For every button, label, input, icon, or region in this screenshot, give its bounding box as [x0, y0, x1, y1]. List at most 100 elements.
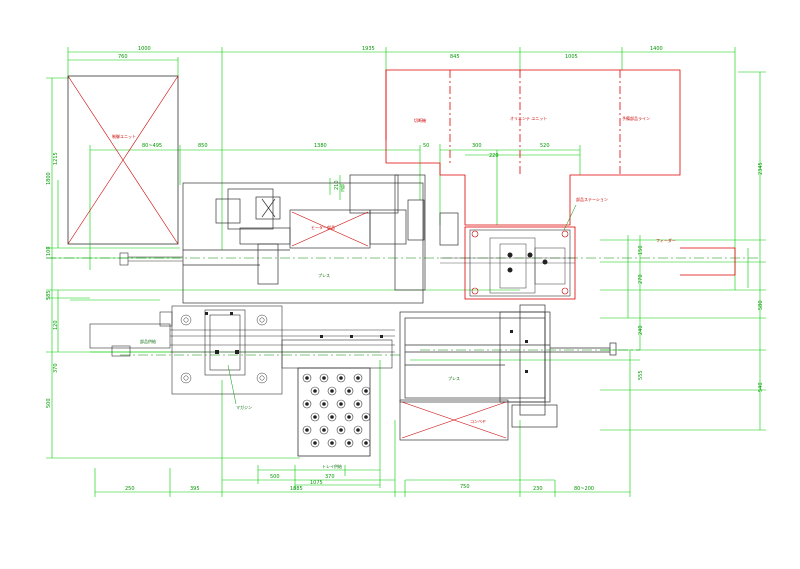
label-control-unit: 制御ユニット [112, 133, 136, 139]
tray-hole [319, 425, 329, 435]
dim-right-150: 150 [638, 245, 644, 255]
tray-hole [336, 399, 346, 409]
label-mag-supply: マガジン [236, 404, 252, 410]
dim-bot-750: 750 [460, 484, 470, 490]
leader-mag-supply [227, 364, 237, 405]
tray-hole-center [330, 441, 334, 445]
control-unit: 制御ユニット [67, 75, 179, 245]
dim-top-1005: 1005 [565, 54, 578, 60]
conveyor [170, 305, 395, 395]
dim-left-120: 120 [53, 320, 59, 330]
tray-hole-center [313, 441, 317, 445]
label-press-a: プレス [318, 272, 330, 278]
tray-hole-center [322, 428, 326, 432]
tray-hole-center [330, 389, 334, 393]
tray-hole [310, 412, 320, 422]
tray-hole-center [330, 415, 334, 419]
dim-left-500: 500 [46, 398, 52, 408]
tray-hole-center [356, 402, 360, 406]
dim-bot-230: 230 [533, 486, 543, 492]
tray-hole [327, 386, 337, 396]
dim-bot-500: 500 [270, 474, 280, 480]
tray-hole [344, 438, 354, 448]
tray-hole-center [356, 428, 360, 432]
label-parts-supply: 部品供給 [140, 338, 156, 344]
tray-hole-center [347, 389, 351, 393]
label-tray: トレイ供給 [322, 463, 342, 469]
tray-hole-center [339, 376, 343, 380]
dim-220: 220 [489, 153, 499, 159]
tray-hole-center [339, 428, 343, 432]
main-press [182, 174, 426, 304]
tray-hole [344, 386, 354, 396]
orient-station [439, 212, 576, 300]
dim-300: 300 [472, 143, 482, 149]
tray-hole [361, 438, 371, 448]
tray-hole [302, 425, 312, 435]
dim-left-585: 585 [46, 290, 52, 300]
dim-bot-250: 250 [125, 486, 135, 492]
dim-bot-395: 395 [190, 486, 200, 492]
leader-parts-station [563, 204, 577, 231]
dim-left-1215: 1215 [53, 152, 59, 165]
red-enclosure [385, 69, 736, 276]
dim-right-270: 270 [638, 274, 644, 284]
tray-hole-center [313, 389, 317, 393]
dim-80-495: 80~495 [142, 143, 162, 149]
tray-holes [302, 373, 371, 448]
tray-hole-center [364, 415, 368, 419]
tray-hole [319, 373, 329, 383]
tray-hole [319, 399, 329, 409]
tray-hole-center [364, 389, 368, 393]
dim-right-240: 240 [638, 325, 644, 335]
right-press-cross [401, 401, 507, 439]
left-feeder [89, 252, 183, 357]
dim-right-555: 555 [638, 370, 644, 380]
dim-1380: 1380 [314, 143, 327, 149]
red-labels: 切断機 オリエンテ ユニット 予備部品ライン フィーダー 部品ステーション [414, 115, 676, 243]
tray-hole-center [305, 428, 309, 432]
dim-top-1000: 1000 [138, 46, 151, 52]
tray-hole [361, 386, 371, 396]
dim-210: 210 [334, 180, 340, 190]
dim-bot-370: 370 [325, 474, 335, 480]
dim-top-1400: 1400 [650, 46, 663, 52]
dim-left-100: 100 [46, 246, 52, 256]
dim-left-370: 370 [53, 363, 59, 373]
tray-hole-center [364, 441, 368, 445]
tray-hole [336, 373, 346, 383]
tray-hole-center [322, 402, 326, 406]
conveyor-bolts [180, 314, 268, 384]
tray-hole [344, 412, 354, 422]
tray-hole-center [356, 376, 360, 380]
dim-bot-1885: 1885 [290, 486, 303, 492]
tray-hole-center [347, 441, 351, 445]
dim-right-2345: 2345 [758, 162, 764, 175]
tray-hole [302, 399, 312, 409]
dim-top-845: 845 [450, 54, 460, 60]
dimension-lines [46, 47, 766, 497]
dim-850: 850 [198, 143, 208, 149]
tray-hole [353, 425, 363, 435]
label-feeder: フィーダー [656, 237, 676, 243]
tray-hole [353, 373, 363, 383]
tray-hole-center [339, 402, 343, 406]
dimension-values: 1000 760 1935 845 1005 1400 80~495 850 1… [46, 46, 764, 492]
dim-50: 50 [423, 143, 429, 149]
tray-hole [336, 425, 346, 435]
right-press [399, 304, 617, 441]
tray-hole-center [347, 415, 351, 419]
dim-left-1800: 1800 [46, 172, 52, 185]
dim-top-1935: 1935 [362, 46, 375, 52]
tray-hole-center [305, 376, 309, 380]
dim-right-580: 580 [758, 300, 764, 310]
dim-bot-1075: 1075 [310, 480, 323, 486]
tray: トレイ供給 [297, 367, 371, 469]
dim-520: 520 [540, 143, 550, 149]
tray-hole [361, 412, 371, 422]
label-heater: ヒーター部品 [311, 224, 335, 230]
dim-right-540: 540 [758, 382, 764, 392]
center-lines [46, 257, 760, 356]
